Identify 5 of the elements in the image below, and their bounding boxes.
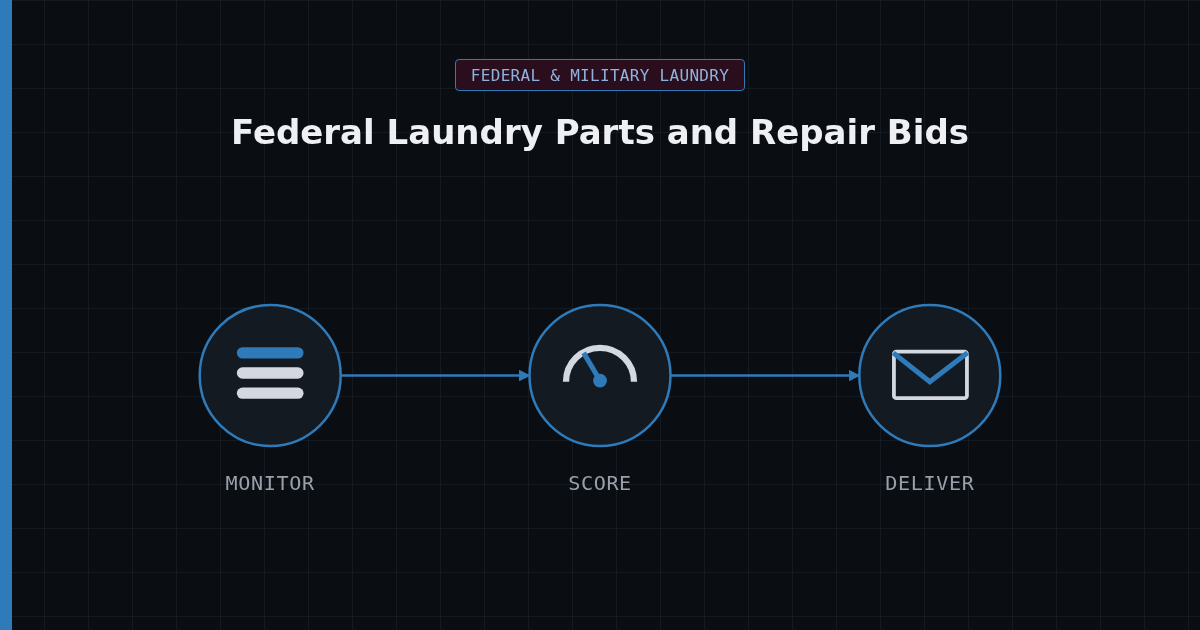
step-label: MONITOR xyxy=(225,471,315,496)
step-label: SCORE xyxy=(568,471,632,496)
step-label: DELIVER xyxy=(885,471,975,496)
category-tag: FEDERAL & MILITARY LAUNDRY xyxy=(454,59,746,91)
page-title: Federal Laundry Parts and Repair Bids xyxy=(231,112,969,152)
